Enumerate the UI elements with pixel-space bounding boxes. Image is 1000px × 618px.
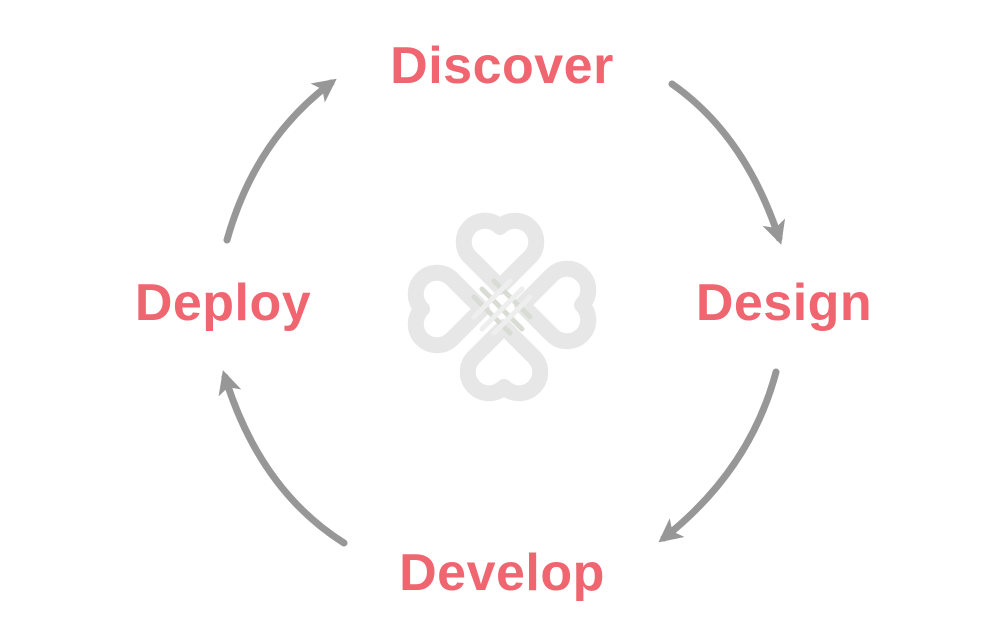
stage-label-discover: Discover: [390, 37, 614, 95]
stage-label-develop: Develop: [399, 544, 605, 602]
logo-heart-bottom: [459, 319, 549, 402]
logo-heart-left: [407, 264, 490, 354]
logo-heart-top: [455, 212, 545, 295]
logo-weave: [471, 278, 533, 336]
arrow-deploy-to-discover: [223, 78, 337, 244]
arrow-develop-to-deploy: [218, 370, 348, 547]
heart-knot-logo-icon: [407, 212, 597, 402]
stage-label-deploy: Deploy: [135, 274, 311, 332]
logo-heart-right: [514, 260, 597, 350]
arrow-discover-to-design: [668, 80, 786, 245]
arrow-design-to-develop: [658, 368, 780, 543]
stage-label-design: Design: [696, 274, 872, 332]
